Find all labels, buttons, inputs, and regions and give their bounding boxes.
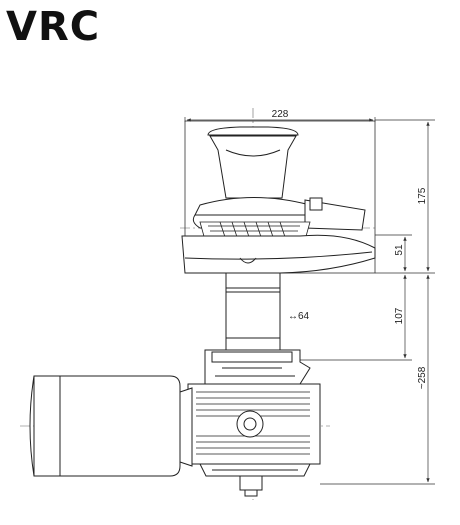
gearbox [187, 349, 321, 497]
model-title: VRC [6, 4, 101, 50]
dim-height-drum: 175 [417, 187, 428, 204]
deck-column [225, 272, 281, 354]
dim-height-base: 51 [394, 244, 405, 256]
electric-motor [29, 375, 193, 477]
dim-height-column: 107 [394, 307, 405, 324]
dim-width-top: 228 [272, 109, 289, 120]
dimension-lines [184, 117, 435, 485]
dim-height-motor: ~258 [417, 366, 428, 389]
dim-shaft-diameter: ↔64 [288, 311, 310, 322]
base-cover [181, 234, 376, 274]
